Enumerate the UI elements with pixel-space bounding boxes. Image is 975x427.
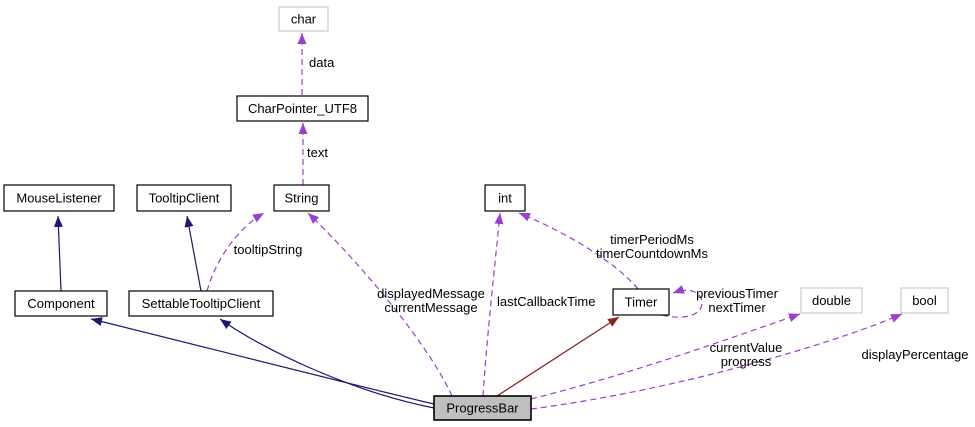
edge-label-lastcallbacktime: lastCallbackTime (497, 294, 596, 309)
class-node-double-box (800, 287, 863, 314)
class-node-timer-label: Timer (625, 295, 658, 310)
edge-progressbar-timer-private-inheritance (496, 316, 620, 397)
class-node-string[interactable]: String (273, 184, 330, 212)
diagram-edge-labels: data text tooltipString displayedMessage… (234, 55, 969, 369)
edge-timer-int-timerperiodms (518, 212, 639, 290)
class-node-charpointer-utf8-label: CharPointer_UTF8 (248, 101, 357, 116)
class-node-double: double (800, 287, 863, 314)
class-node-settabletooltipclient-box[interactable] (128, 290, 274, 317)
edge-progressbar-int-lastcallbacktime (482, 212, 504, 397)
edge-label-previoustimer: previousTimer (696, 286, 779, 301)
class-node-tooltipclient-label: TooltipClient (149, 191, 220, 206)
edge-component-mouselistener-inheritance (53, 215, 63, 292)
class-node-mouselistener[interactable]: MouseListener (3, 184, 115, 212)
edge-label-timercountdownms: timerCountdownMs (596, 246, 708, 261)
edge-label-data: data (309, 55, 335, 70)
class-node-bool: bool (900, 287, 949, 314)
edge-settabletooltipclient-tooltipclient-inheritance (184, 215, 202, 292)
class-node-charpointer-utf8[interactable]: CharPointer_UTF8 (236, 95, 369, 122)
class-node-char-box (278, 6, 329, 32)
class-node-settabletooltipclient-label: SettableTooltipClient (142, 296, 261, 311)
class-node-progressbar: ProgressBar (433, 395, 532, 421)
class-node-component-box[interactable] (14, 290, 108, 317)
class-node-mouselistener-box[interactable] (3, 184, 115, 212)
class-node-bool-label: bool (912, 293, 937, 308)
class-node-progressbar-label: ProgressBar (446, 401, 519, 416)
diagram-edges (53, 33, 903, 410)
class-node-charpointer-utf8-box[interactable] (236, 95, 369, 122)
edge-label-displaypercentage: displayPercentage (862, 347, 969, 362)
class-node-double-label: double (812, 293, 851, 308)
edge-label-timerperiodms: timerPeriodMs (610, 232, 694, 247)
class-node-component-label: Component (27, 296, 95, 311)
edge-progressbar-double-currentvalue (530, 313, 801, 400)
class-node-char: char (278, 6, 329, 32)
class-node-char-label: char (291, 12, 317, 27)
class-node-component[interactable]: Component (14, 290, 108, 317)
class-node-int-label: int (498, 191, 512, 206)
class-node-tooltipclient-box[interactable] (136, 184, 232, 212)
edge-label-text: text (307, 145, 328, 160)
edge-progressbar-settabletooltipclient-inheritance (219, 318, 435, 409)
edge-label-progress: progress (721, 354, 772, 369)
class-node-int-box[interactable] (484, 184, 526, 212)
edge-progressbar-bool-displaypercentage (530, 313, 903, 410)
class-node-string-label: String (285, 191, 319, 206)
class-node-bool-box (900, 287, 949, 314)
edge-label-tooltipstring: tooltipString (234, 242, 303, 257)
edge-label-nexttimer: nextTimer (708, 300, 766, 315)
class-node-progressbar-box (433, 395, 532, 421)
edge-label-displayedmessage: displayedMessage (377, 286, 485, 301)
class-node-settabletooltipclient[interactable]: SettableTooltipClient (128, 290, 274, 317)
class-node-timer[interactable]: Timer (612, 288, 670, 316)
edge-progressbar-component-inheritance (90, 317, 435, 405)
edge-label-currentmessage: currentMessage (384, 300, 477, 315)
class-node-int[interactable]: int (484, 184, 526, 212)
class-node-tooltipclient[interactable]: TooltipClient (136, 184, 232, 212)
edge-label-currentvalue: currentValue (710, 340, 783, 355)
class-node-timer-box[interactable] (612, 288, 670, 316)
edge-settabletooltipclient-string-tooltipstring (206, 212, 265, 292)
diagram-nodes: char CharPointer_UTF8 MouseListener Tool… (3, 6, 949, 421)
edge-progressbar-string-displayedmessage (307, 212, 453, 397)
class-node-string-box[interactable] (273, 184, 330, 212)
class-node-mouselistener-label: MouseListener (16, 191, 102, 206)
